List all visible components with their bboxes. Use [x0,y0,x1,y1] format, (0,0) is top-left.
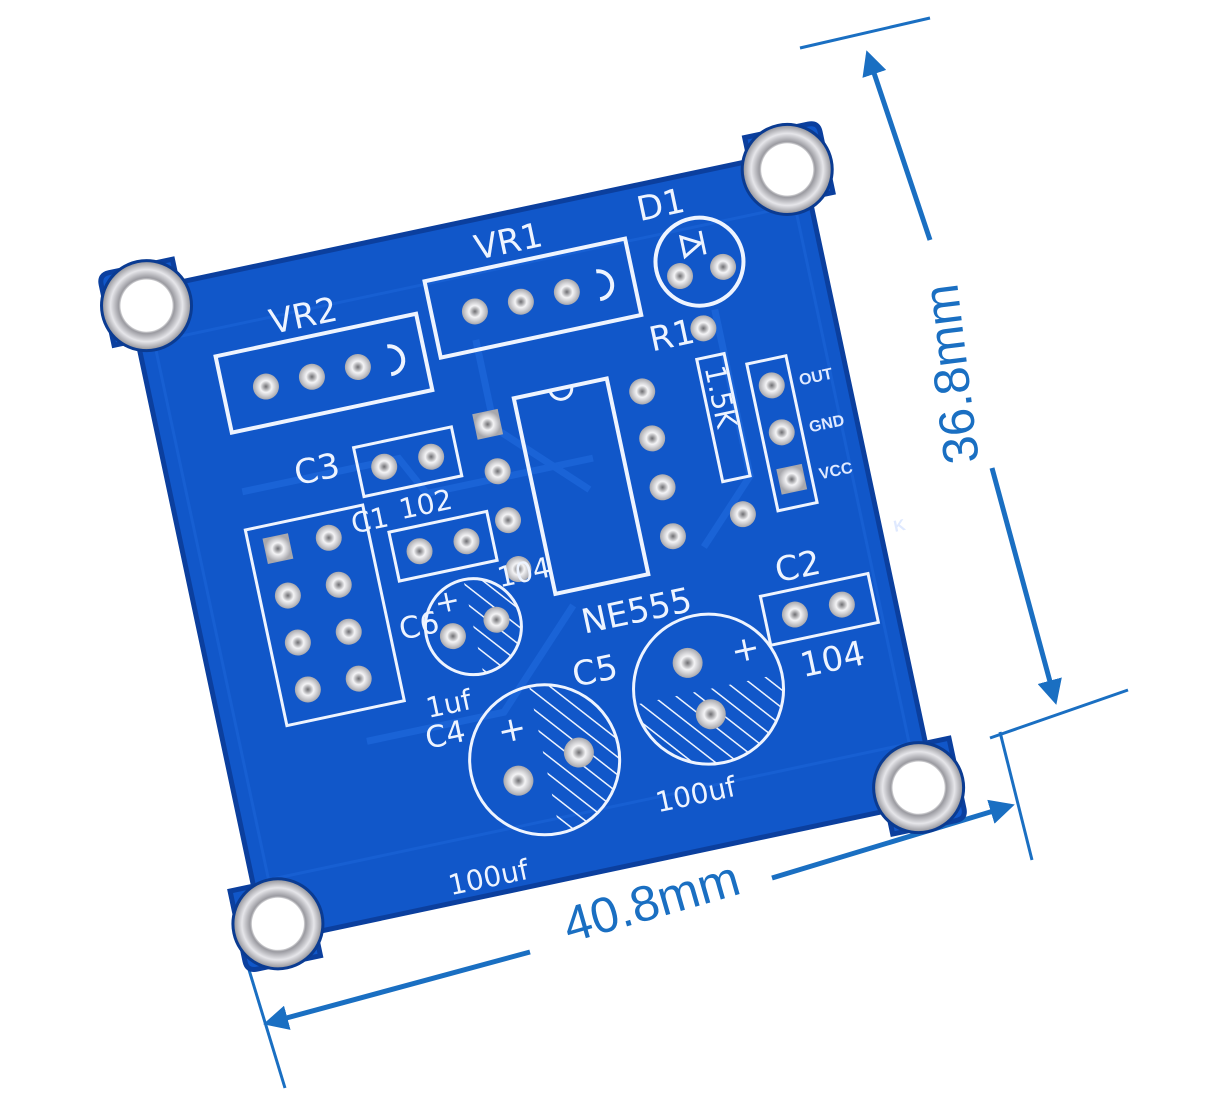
trace-1 [241,454,594,498]
c3-label: C3 [291,445,344,494]
c4-footprint: C4 + 100uf [422,683,622,902]
c6-footprint: C6 + 1uf [396,577,523,725]
height-label: 36.8mm [912,281,990,467]
mounting-hole-top-right [740,122,834,216]
r1-footprint: R1 1.5K [646,312,756,528]
left-header [243,503,407,728]
c6-label: C6 [396,605,442,648]
k-mark: K [892,517,907,536]
mounting-hole-top-left [100,259,194,353]
d1-footprint: D1 [633,181,746,308]
vcc-label: VCC [818,459,855,483]
c2-footprint: C2 104 [758,543,881,686]
c2-label: C2 [771,543,824,592]
trace-4 [366,603,577,745]
r1-label: R1 [646,312,699,361]
pcb-board: VR2 VR1 D1 R1 1.5K [98,121,967,973]
mounting-hole-bottom-right [872,741,966,835]
c5-label: C5 [569,647,622,696]
output-header: OUT GND VCC [745,353,855,513]
mounting-hole-bottom-left [231,877,325,971]
d1-label: D1 [633,181,688,230]
out-label: OUT [798,366,835,390]
c4-label: C4 [422,714,468,757]
